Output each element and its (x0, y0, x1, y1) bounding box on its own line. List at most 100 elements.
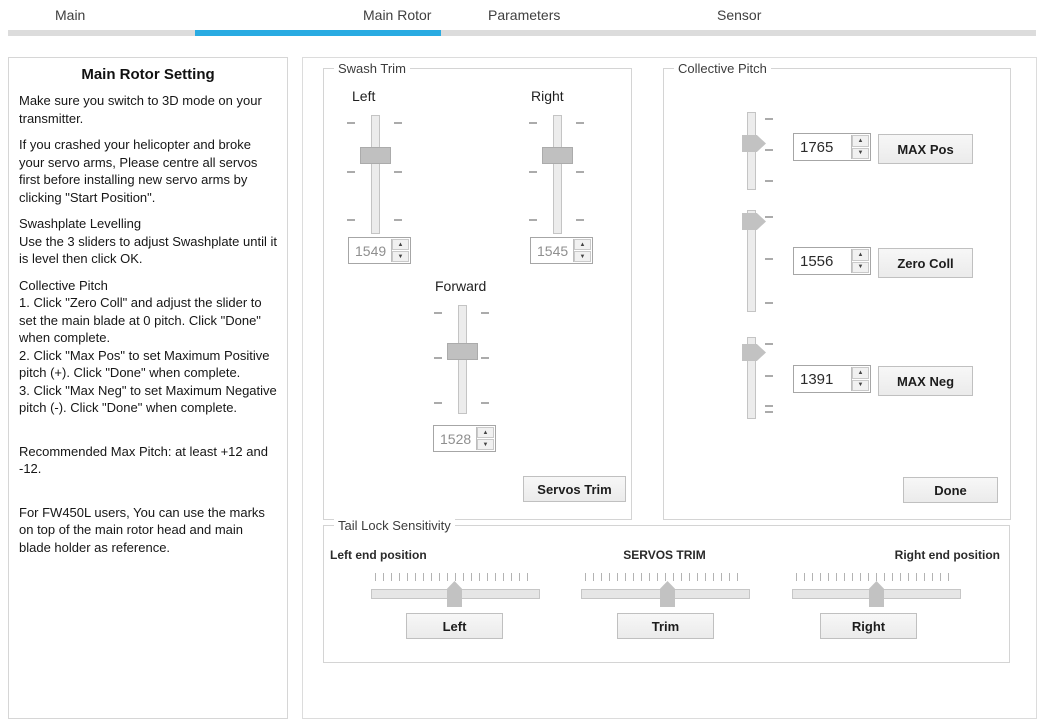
swash-left-slider-track[interactable] (371, 115, 380, 234)
spin-up-icon[interactable]: ▲ (392, 239, 409, 250)
tab-sensor[interactable]: Sensor (717, 7, 762, 23)
tick-mark (576, 171, 584, 173)
page-title: Main Rotor Setting (81, 66, 215, 83)
tail-lock-legend: Tail Lock Sensitivity (334, 518, 455, 533)
collective-pitch-legend: Collective Pitch (674, 61, 771, 76)
tick-mark (529, 122, 537, 124)
instruction-crash: If you crashed your helicopter and broke… (19, 137, 258, 205)
spin-down-icon[interactable]: ▼ (477, 439, 494, 450)
swash-forward-slider-handle[interactable] (447, 343, 478, 360)
spin-up-icon[interactable]: ▲ (852, 367, 869, 379)
tick-mark (394, 219, 402, 221)
tick-mark (394, 122, 402, 124)
swash-right-slider-track[interactable] (553, 115, 562, 234)
swash-trim-group: Swash Trim (323, 61, 632, 520)
tail-right-slider-handle[interactable] (869, 581, 884, 607)
spin-down-icon[interactable]: ▼ (392, 251, 409, 262)
tick-mark (765, 375, 773, 377)
spin-up-icon[interactable]: ▲ (574, 239, 591, 250)
tick-mark (765, 258, 773, 260)
zero-coll-button[interactable]: Zero Coll (878, 248, 973, 278)
spin-down-icon[interactable]: ▼ (852, 147, 869, 159)
spin-up-icon[interactable]: ▲ (852, 249, 869, 261)
tick-mark (765, 405, 773, 407)
tick-mark (765, 302, 773, 304)
tick-mark (481, 357, 489, 359)
tick-mark (765, 343, 773, 345)
tab-main-rotor[interactable]: Main Rotor (363, 7, 432, 23)
tick-mark (765, 118, 773, 120)
collective-maxneg-slider-track[interactable] (747, 337, 756, 419)
collective-maxneg-value[interactable]: 1391 (800, 370, 834, 388)
spin-down-icon[interactable]: ▼ (852, 261, 869, 273)
collective-maxpos-value[interactable]: 1765 (800, 138, 834, 156)
tail-right-button[interactable]: Right (820, 613, 917, 639)
swash-left-value[interactable]: 1549 (355, 242, 387, 259)
active-tab-indicator (195, 30, 441, 36)
spin-up-icon[interactable]: ▲ (852, 135, 869, 147)
tick-marks (796, 573, 955, 581)
collective-zerocoll-spinner[interactable]: 1556 ▲ ▼ (793, 247, 871, 275)
swash-left-slider-handle[interactable] (360, 147, 391, 164)
swash-left-label: Left (352, 88, 376, 104)
spin-down-icon[interactable]: ▼ (574, 251, 591, 262)
tick-mark (576, 122, 584, 124)
tick-mark (529, 219, 537, 221)
swash-left-spinner[interactable]: 1549 ▲ ▼ (348, 237, 411, 264)
tick-mark (347, 122, 355, 124)
collective-zerocoll-value[interactable]: 1556 (800, 252, 834, 270)
tick-mark (481, 312, 489, 314)
swash-right-label: Right (531, 88, 564, 104)
swash-right-slider-handle[interactable] (542, 147, 573, 164)
tab-rail (8, 30, 1036, 36)
tail-trim-slider-handle[interactable] (660, 581, 675, 607)
spin-down-icon[interactable]: ▼ (852, 379, 869, 391)
swash-forward-label: Forward (435, 278, 487, 294)
tick-mark (765, 149, 773, 151)
instructions-panel: Main Rotor Setting Make sure you switch … (8, 57, 288, 719)
spin-up-icon[interactable]: ▲ (477, 427, 494, 438)
collective-maxpos-spinner[interactable]: 1765 ▲ ▼ (793, 133, 871, 161)
right-end-position-label: Right end position (894, 548, 1000, 562)
instruction-swashplate: Swashplate Levelling Use the 3 sliders t… (19, 216, 277, 266)
swash-forward-value[interactable]: 1528 (440, 430, 472, 447)
max-pos-button[interactable]: MAX Pos (878, 134, 973, 164)
tab-main[interactable]: Main (55, 7, 86, 23)
tick-mark (529, 171, 537, 173)
instruction-transmitter: Make sure you switch to 3D mode on your … (19, 93, 262, 126)
tick-mark (765, 411, 773, 413)
tail-left-slider-handle[interactable] (447, 581, 462, 607)
tick-mark (481, 402, 489, 404)
tab-parameters[interactable]: Parameters (488, 7, 561, 23)
instruction-collective: Collective Pitch 1. Click "Zero Coll" an… (19, 277, 277, 416)
tick-mark (434, 402, 442, 404)
collective-maxneg-slider-handle[interactable] (742, 344, 766, 361)
collective-zerocoll-slider-track[interactable] (747, 210, 756, 312)
servos-trim-button[interactable]: Servos Trim (523, 476, 626, 502)
tick-mark (576, 219, 584, 221)
collective-maxpos-slider-handle[interactable] (742, 135, 766, 152)
tick-mark (765, 180, 773, 182)
left-end-position-label: Left end position (330, 548, 427, 562)
tick-marks (585, 573, 744, 581)
instruction-fw450l: For FW450L users, You can use the marks … (19, 504, 265, 555)
tick-mark (394, 171, 402, 173)
swash-forward-spinner[interactable]: 1528 ▲ ▼ (433, 425, 496, 452)
tick-mark (434, 312, 442, 314)
tick-mark (765, 216, 773, 218)
swash-right-value[interactable]: 1545 (537, 242, 569, 259)
collective-maxneg-spinner[interactable]: 1391 ▲ ▼ (793, 365, 871, 393)
tail-trim-button[interactable]: Trim (617, 613, 714, 639)
tick-mark (347, 219, 355, 221)
instruction-max-pitch: Recommended Max Pitch: at least +12 and … (19, 443, 268, 477)
tick-mark (434, 357, 442, 359)
swash-trim-legend: Swash Trim (334, 61, 410, 76)
collective-zerocoll-slider-handle[interactable] (742, 213, 766, 230)
tick-mark (347, 171, 355, 173)
max-neg-button[interactable]: MAX Neg (878, 366, 973, 396)
servos-trim-label: SERVOS TRIM (623, 548, 706, 562)
swash-right-spinner[interactable]: 1545 ▲ ▼ (530, 237, 593, 264)
tail-left-button[interactable]: Left (406, 613, 503, 639)
tick-marks (375, 573, 534, 581)
done-button[interactable]: Done (903, 477, 998, 503)
